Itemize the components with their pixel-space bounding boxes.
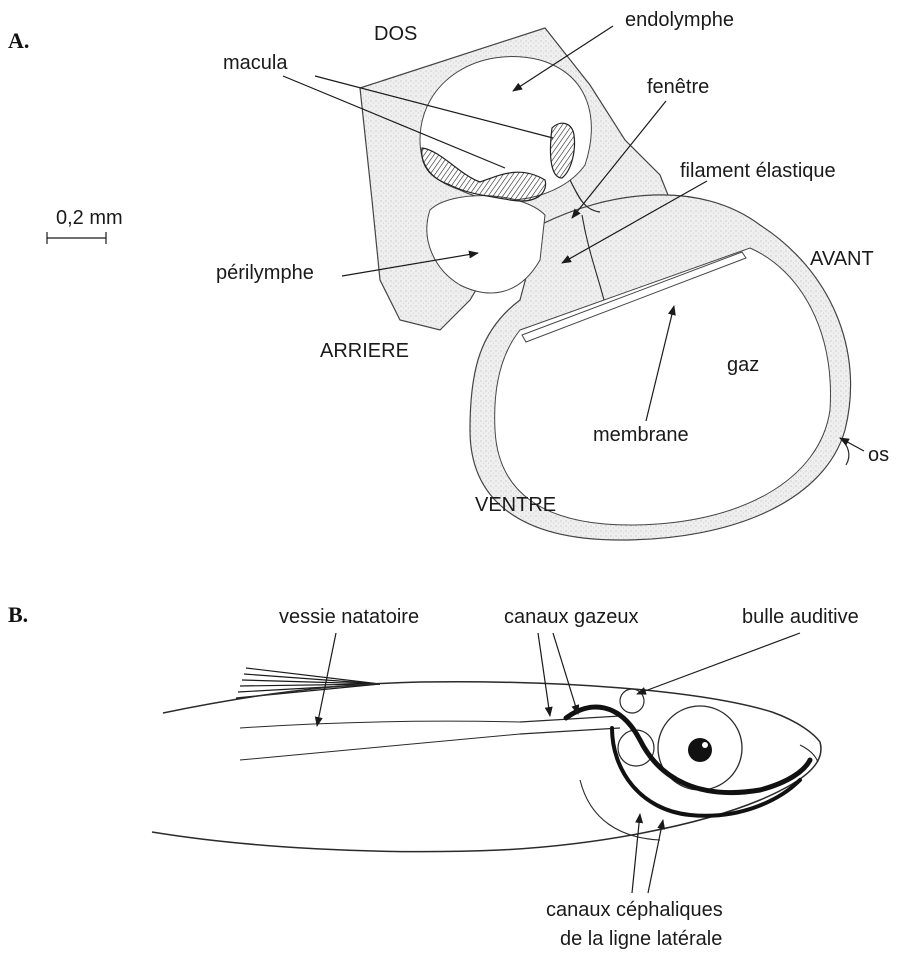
label-filament: filament élastique <box>680 160 836 182</box>
label-dos: DOS <box>374 23 417 45</box>
label-avant: AVANT <box>810 248 874 270</box>
gas-ducts <box>520 716 620 734</box>
label-macula: macula <box>223 52 288 74</box>
label-perilymphe: périlymphe <box>216 262 314 284</box>
panel-a-letter: A. <box>8 28 29 53</box>
eye-pupil <box>688 738 712 762</box>
panel-b-letter: B. <box>8 602 28 627</box>
panel-b: B. vessie natatoire <box>8 602 859 950</box>
arrow-bulle <box>637 633 800 694</box>
arrow-os <box>840 438 864 451</box>
label-fenetre: fenêtre <box>647 76 709 98</box>
arrow-gazeux-1 <box>538 633 550 716</box>
label-endolymphe: endolymphe <box>625 9 734 31</box>
label-canaux-cephaliques-1: canaux céphaliques <box>546 899 723 921</box>
label-gaz: gaz <box>727 354 759 376</box>
label-ventre: VENTRE <box>475 494 556 516</box>
label-vessie: vessie natatoire <box>279 606 419 628</box>
scale-bar-label: 0,2 mm <box>56 207 123 229</box>
dorsal-fin <box>236 668 380 698</box>
swim-bladder <box>240 721 520 760</box>
label-bulle: bulle auditive <box>742 606 859 628</box>
eye-highlight <box>702 742 708 748</box>
label-arriere: ARRIERE <box>320 340 409 362</box>
arrow-gazeux-2 <box>553 633 578 714</box>
label-membrane: membrane <box>593 424 689 446</box>
scale-bar: 0,2 mm <box>47 207 123 244</box>
label-canaux-cephaliques-2: de la ligne latérale <box>560 928 722 950</box>
fish-body <box>152 682 821 852</box>
lateral-line-canal-1 <box>566 707 810 793</box>
panel-a: A. 0,2 mm DOS endolymphe macula <box>8 9 889 540</box>
label-os: os <box>868 444 889 466</box>
operculum <box>580 780 660 840</box>
label-canaux-gazeux: canaux gazeux <box>504 606 639 628</box>
arrow-cephaliques-1 <box>632 814 640 893</box>
